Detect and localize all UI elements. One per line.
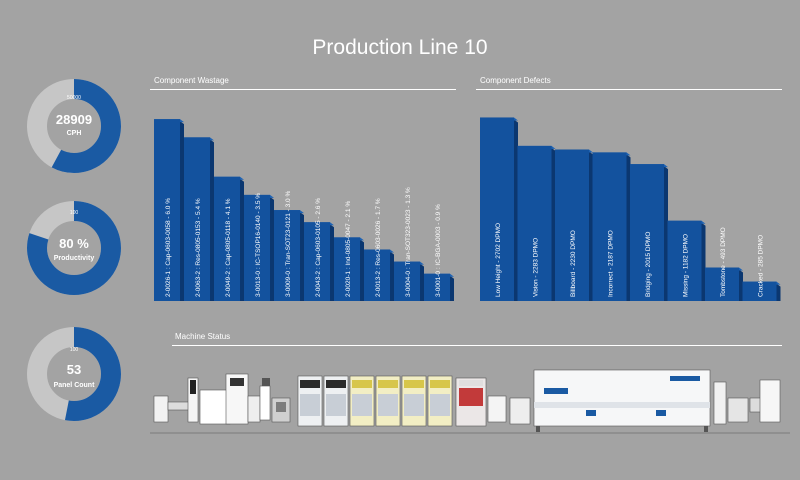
defects-bar-side [739,269,743,301]
defects-bar-side [626,154,631,301]
defects-bar-label: Tombstone - 493 DPMO [720,227,727,297]
defects-bar-side [701,222,706,301]
panel-count-gauge: 100 53 Panel Count [26,326,122,422]
defects-bar-label: Low Height - 2702 DPMO [495,223,502,297]
machine-status-divider [172,345,782,346]
machine-status-section-title: Machine Status [175,332,231,341]
wastage-bar-label: 3-0001-0 : IC-BGA-0003 - 0.9 % [435,204,442,297]
floor-line [150,432,790,434]
productivity-max-label: 100 [69,210,79,216]
defects-section-title: Component Defects [480,76,551,85]
production-line-illustration [150,369,790,434]
loader-machine [153,377,199,423]
wastage-bar-side [210,139,214,301]
cph-gauge-ring [27,79,121,173]
wastage-bar-label: 3-0009-0 : Tran-SOT23-0121 - 3.0 % [285,191,292,297]
wastage-bar-label: 2-0020-1 : Ind-0805-0047 - 2.1 % [345,201,352,297]
wastage-bar [304,222,330,301]
defects-bar [742,281,777,301]
wastage-bar-side [180,121,184,302]
spi-machine [271,397,291,423]
defects-bar-side [664,166,668,301]
aoi-machine [455,377,507,427]
wastage-bar-side [270,196,274,301]
wastage-bar [394,261,420,301]
wastage-bar-label: 2-0026-1 : Cap-0603-0058 - 6.0 % [165,198,172,297]
panel-count-gauge-ring [27,327,121,421]
wastage-bar-label: 2-0043-2 : Cap-0603-0105 - 2.6 % [315,198,322,297]
wastage-bar-label: 2-0063-2 : Res-0805-0153 - 5.4 % [195,198,202,297]
wastage-bar [364,249,390,301]
cph-value: 28909 [55,112,93,127]
cph-label: CPH [66,130,82,137]
panel-count-label: Panel Count [53,382,95,389]
wastage-bar [154,119,180,302]
productivity-gauge: 100 80 % Productivity [26,200,122,296]
panel-count-max-label: 100 [69,347,79,353]
productivity-label: Productivity [53,255,95,262]
wastage-bar-side [360,239,364,301]
defects-bar-label: Billboard - 2230 DPMO [570,230,577,297]
wastage-divider [150,89,456,90]
defects-divider [476,89,782,90]
pick-and-place-machines [297,375,453,427]
wastage-bar-side [300,212,304,301]
productivity-value: 80 % [59,236,89,251]
defects-bar [592,152,627,301]
defects-bar [667,220,702,301]
cph-max-label: 50000 [67,95,81,101]
defects-bar-label: Cracked - 285 DPMO [758,235,765,297]
wastage-bar-side [390,251,394,301]
defects-bar-label: Bridging - 2015 DPMO [645,232,652,297]
defects-bar-label: Incorrect - 2187 DPMO [608,230,615,297]
defects-bar-side [514,119,518,301]
wastage-bar [424,273,450,301]
wastage-section-title: Component Wastage [154,76,229,85]
wastage-bar-label: 3-0004-0 : Tran-SOT323-0023 - 1.3 % [405,187,412,297]
unloader-machine [713,379,781,425]
reflow-oven [509,369,711,432]
defects-bar [555,149,589,301]
wastage-bar [244,194,270,301]
wastage-bar-side [330,224,334,301]
defects-bar [630,164,664,301]
wastage-bar [214,176,240,301]
defects-bar [705,267,739,301]
productivity-gauge-ring [27,201,121,295]
cph-gauge: 50000 28909 CPH [26,78,122,174]
defects-bar-side [551,147,556,301]
wastage-bar-side [240,178,244,301]
wastage-bar [274,210,300,301]
defects-bar [517,145,552,301]
defects-bar-label: Missing - 1182 DPMO [683,234,690,297]
wastage-bar-label: 3-0013-0 : IC-TSOP16-0140 - 3.5 % [255,193,262,297]
wastage-bar-label: 2-0013-2 : Res-0603-0026 - 1.7 % [375,198,382,297]
wastage-bar-label: 2-0049-2 : Cap-0805-0118 - 4.1 % [225,198,232,297]
wastage-bar [184,137,210,301]
defects-bar-side [589,151,593,301]
defects-bar-label: Vision - 2283 DPMO [533,238,540,297]
wastage-bar [334,237,360,301]
defects-bar [480,117,514,301]
component-defects-chart: Low Height - 2702 DPMO Vision - 2283 DPMO… [480,117,781,301]
panel-count-value: 53 [66,362,82,377]
wastage-bar-side [420,263,424,301]
defects-bar-side [776,283,781,301]
printer-machine [199,373,271,425]
component-wastage-chart: 2-0026-1 : Cap-0603-0058 - 6.0 % 2-0063-2… [154,119,454,302]
page-title: Production Line 10 [312,36,488,59]
wastage-bar-side [450,275,454,301]
